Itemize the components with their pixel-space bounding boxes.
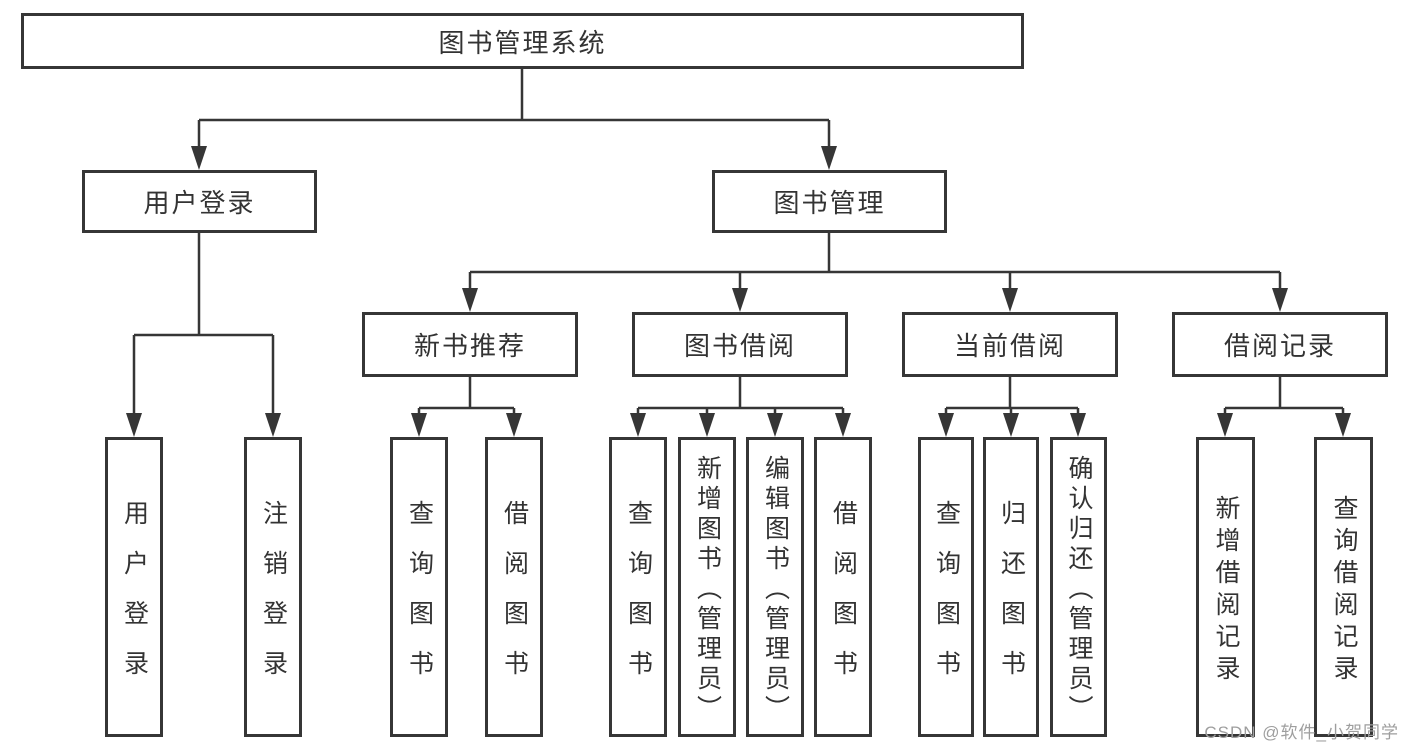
leaf-bb-borrow-books-label: 借阅图书 (829, 499, 858, 700)
arrowhead (1003, 413, 1019, 437)
leaf-cb-query-books: 查询图书 (918, 437, 974, 737)
leaf-user-login-label: 用户登录 (120, 499, 149, 700)
arrowhead (265, 413, 281, 437)
node-library-system: 图书管理系统 (21, 13, 1024, 69)
node-library-system-label: 图书管理系统 (438, 27, 607, 58)
arrowhead (1335, 413, 1351, 437)
node-book-borrow: 图书借阅 (632, 312, 848, 377)
node-user-login: 用户登录 (82, 170, 317, 233)
leaf-user-login: 用户登录 (105, 437, 163, 737)
leaf-bb-edit-books-admin-label: 编辑图书（管理员） (761, 454, 790, 725)
arrowhead (462, 288, 478, 312)
arrowhead (938, 413, 954, 437)
leaf-bb-query-books: 查询图书 (609, 437, 667, 737)
arrowhead (126, 413, 142, 437)
arrowhead (835, 413, 851, 437)
leaf-cb-confirm-return-admin: 确认归还（管理员） (1050, 437, 1107, 737)
node-current-borrow-label: 当前借阅 (953, 331, 1066, 361)
node-current-borrow: 当前借阅 (902, 312, 1118, 377)
arrowhead (506, 413, 522, 437)
arrowhead (767, 413, 783, 437)
node-book-borrow-label: 图书借阅 (683, 331, 796, 361)
leaf-logout-label: 注销登录 (259, 499, 288, 700)
leaf-nbr-query-books-label: 查询图书 (405, 499, 434, 700)
connector-path (132, 69, 1345, 416)
arrowheads (126, 146, 1351, 437)
arrowhead (630, 413, 646, 437)
node-new-book-recommend-label: 新书推荐 (413, 331, 526, 361)
leaf-bb-borrow-books: 借阅图书 (814, 437, 872, 737)
leaf-br-add-record-label: 新增借阅记录 (1212, 494, 1240, 687)
leaf-nbr-borrow-books-label: 借阅图书 (500, 499, 529, 700)
node-user-login-label: 用户登录 (143, 188, 256, 218)
leaf-br-query-record: 查询借阅记录 (1314, 437, 1373, 737)
leaf-cb-confirm-return-admin-label: 确认归还（管理员） (1065, 454, 1093, 725)
leaf-nbr-query-books: 查询图书 (390, 437, 448, 737)
node-new-book-recommend: 新书推荐 (362, 312, 578, 377)
leaf-nbr-borrow-books: 借阅图书 (485, 437, 543, 737)
watermark: CSDN @软件_小贺同学 (1204, 723, 1399, 742)
leaf-br-add-record: 新增借阅记录 (1196, 437, 1255, 737)
node-borrow-records-label: 借阅记录 (1223, 331, 1336, 361)
leaf-bb-edit-books-admin: 编辑图书（管理员） (746, 437, 804, 737)
arrowhead (1002, 288, 1018, 312)
arrowhead (191, 146, 207, 170)
arrowhead (732, 288, 748, 312)
arrowhead (1070, 413, 1086, 437)
leaf-bb-add-books-admin: 新增图书（管理员） (678, 437, 736, 737)
leaf-cb-return-books: 归还图书 (983, 437, 1039, 737)
leaf-logout: 注销登录 (244, 437, 302, 737)
leaf-bb-add-books-admin-label: 新增图书（管理员） (693, 454, 722, 725)
node-borrow-records: 借阅记录 (1172, 312, 1388, 377)
arrowhead (1217, 413, 1233, 437)
arrowhead (699, 413, 715, 437)
node-book-management: 图书管理 (712, 170, 947, 233)
leaf-br-query-record-label: 查询借阅记录 (1330, 494, 1358, 687)
arrowhead (821, 146, 837, 170)
arrowhead (1272, 288, 1288, 312)
arrowhead (411, 413, 427, 437)
leaf-cb-return-books-label: 归还图书 (997, 499, 1026, 700)
leaf-bb-query-books-label: 查询图书 (624, 499, 653, 700)
leaf-cb-query-books-label: 查询图书 (932, 499, 961, 700)
node-book-management-label: 图书管理 (773, 188, 886, 218)
